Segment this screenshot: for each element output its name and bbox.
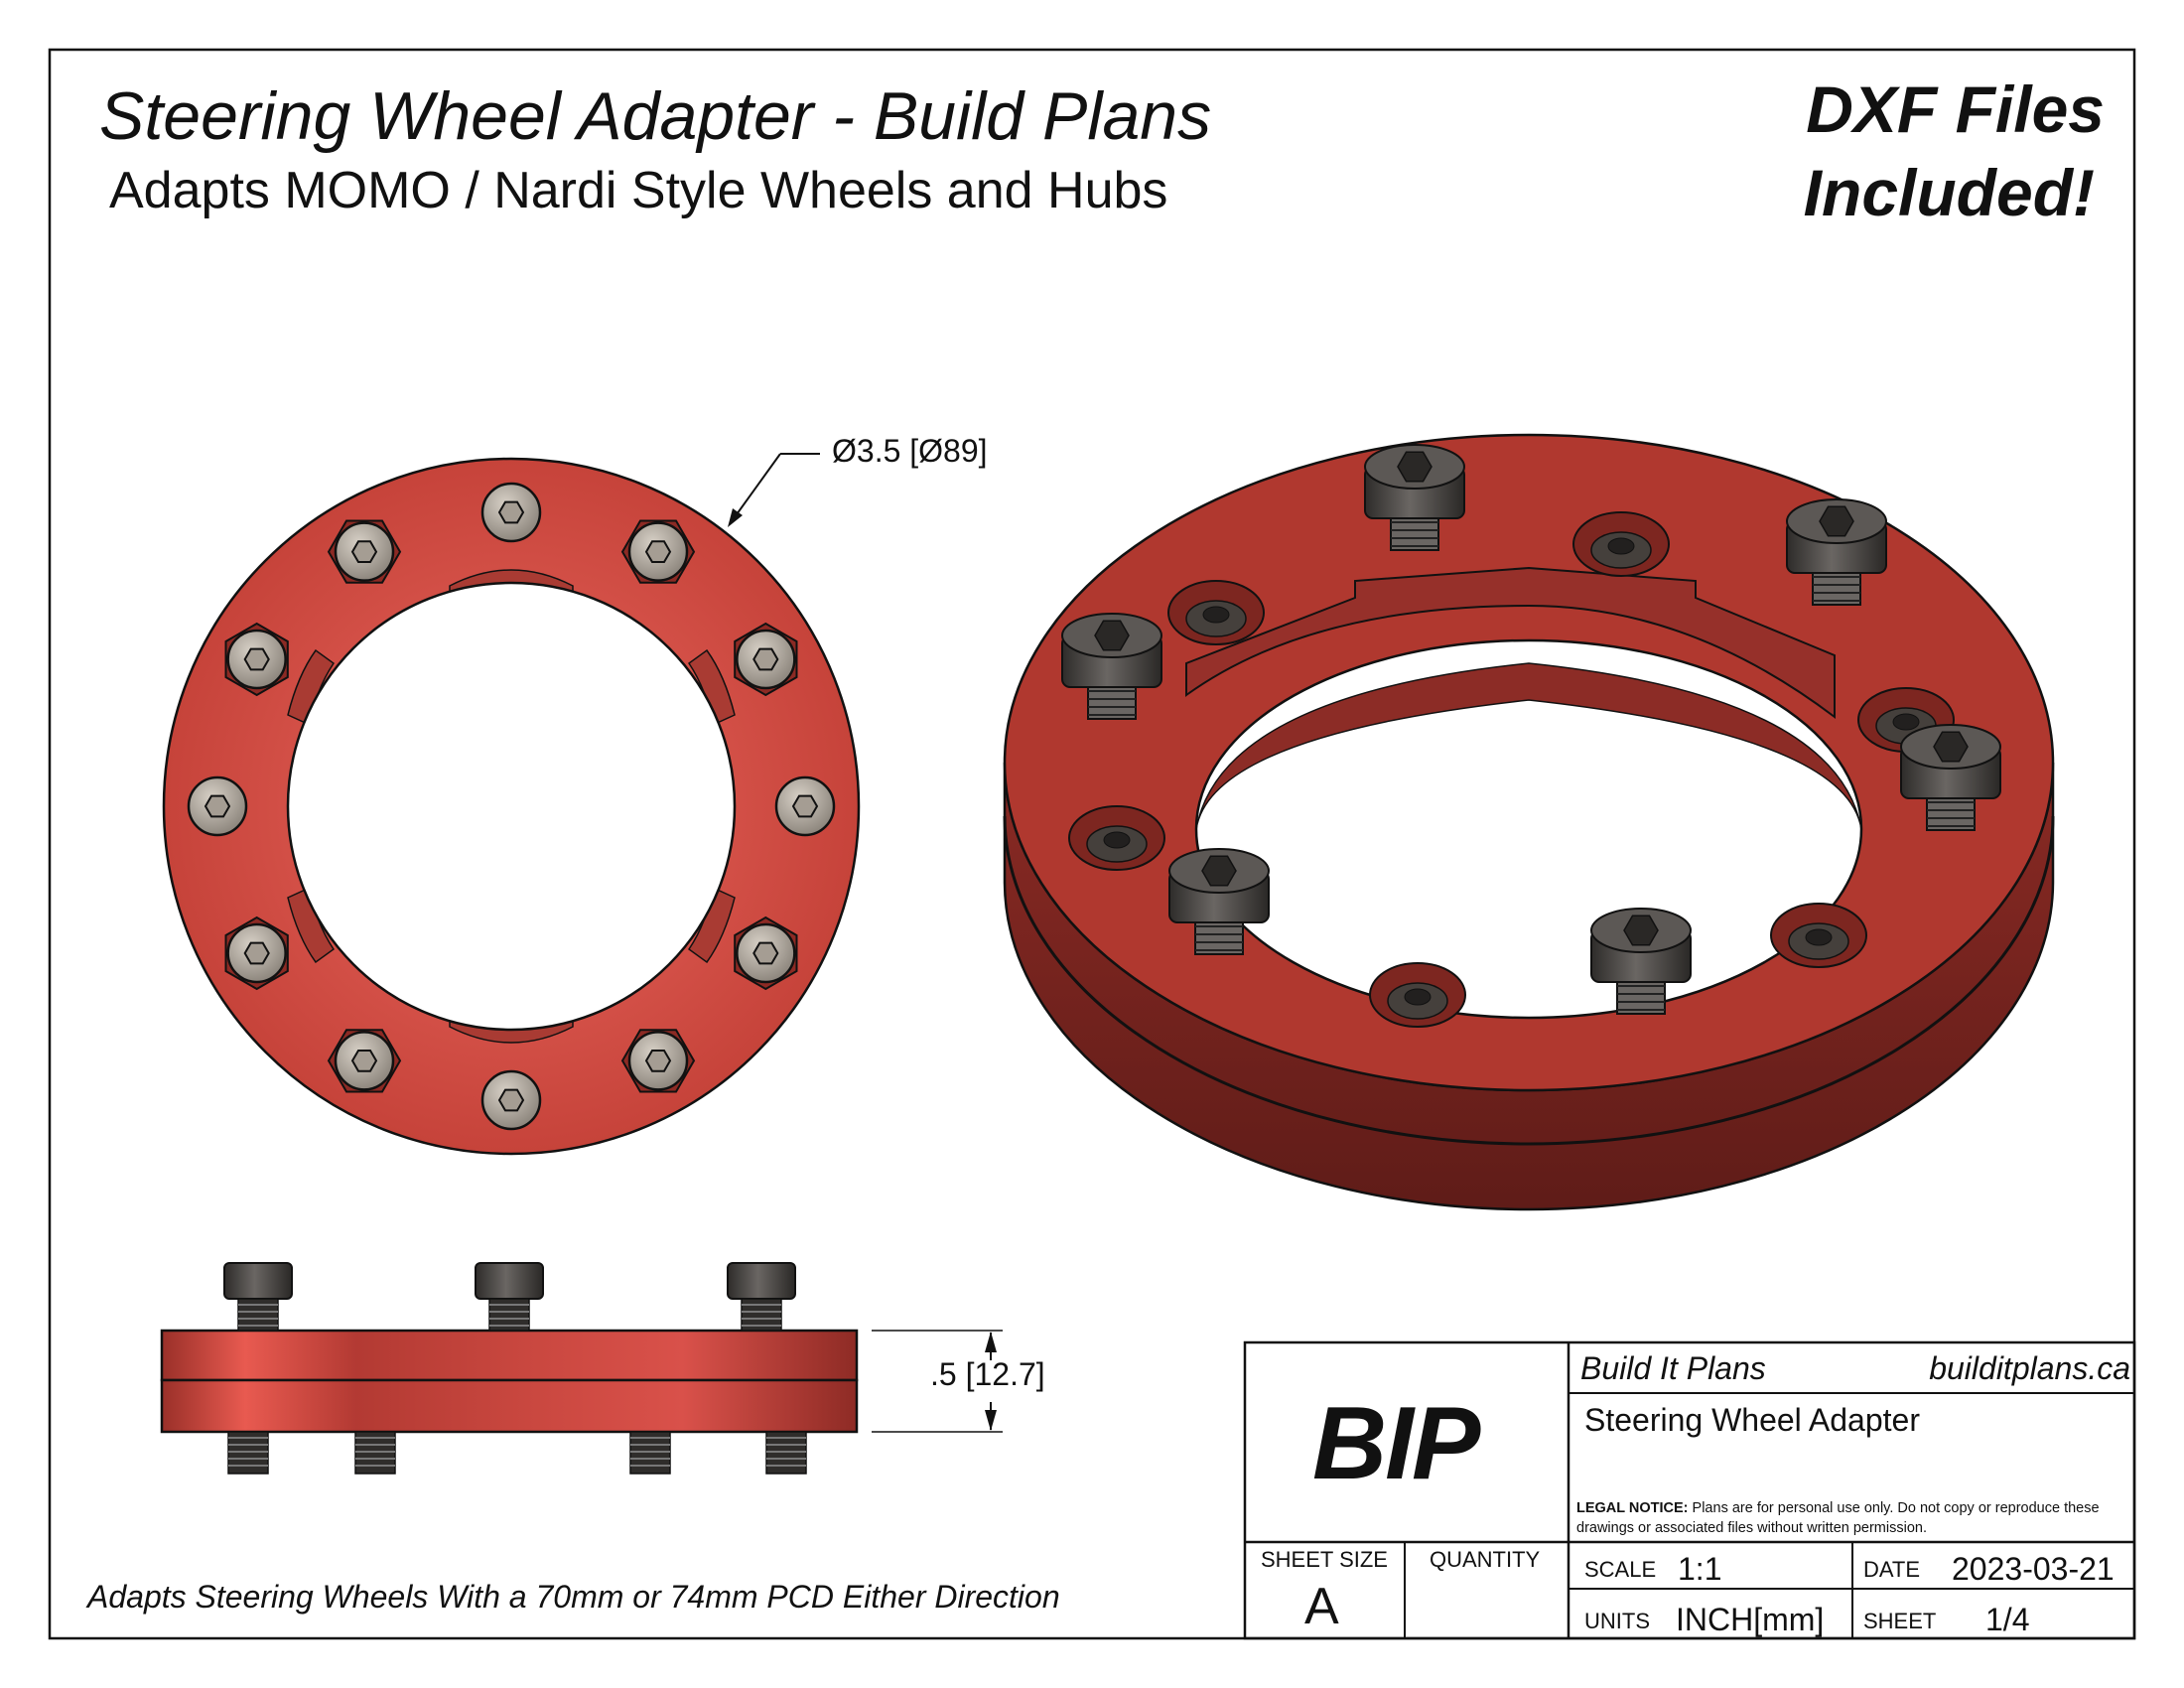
legal-notice: LEGAL NOTICE: Plans are for personal use… [1576, 1498, 2132, 1538]
socket-head-bolt-icon [1168, 848, 1270, 955]
socket-head-bolt-icon [1900, 724, 2001, 831]
bolt-head [727, 1262, 796, 1300]
hex-socket-icon [1623, 914, 1659, 946]
hex-socket-icon [791, 794, 819, 818]
units-label: UNITS [1584, 1609, 1650, 1633]
date-value: 2023-03-21 [1952, 1551, 2115, 1587]
bolt-head-icon [480, 482, 542, 543]
quantity-label: QUANTITY [1430, 1547, 1541, 1572]
page-subtitle: Adapts MOMO / Nardi Style Wheels and Hub… [109, 162, 1168, 219]
dxf-badge-line2: Included! [1803, 156, 2095, 229]
side-view-bolts [223, 1262, 807, 1475]
side-bolt-bottom-icon [354, 1431, 396, 1475]
part-name: Steering Wheel Adapter [1584, 1402, 1920, 1438]
hex-socket-icon [1819, 505, 1854, 537]
sheet-border [48, 48, 2136, 1640]
side-bolt-bottom-icon [227, 1431, 269, 1475]
legal-notice-text: Plans are for personal use only. Do not … [1576, 1500, 2100, 1536]
hex-socket-icon [243, 941, 270, 965]
legal-notice-label: LEGAL NOTICE: [1576, 1500, 1689, 1516]
pocket-socket [1805, 928, 1833, 946]
side-bolt-top-icon [475, 1262, 544, 1332]
socket-head-bolt-icon [1590, 908, 1692, 1015]
side-view [160, 1262, 859, 1475]
bolt-head-icon [224, 622, 289, 697]
adapter-ring-bore [286, 581, 737, 1032]
hex-socket-icon [752, 647, 779, 671]
bolt-head-icon [327, 1029, 402, 1093]
sheet-number-value: 1/4 [1985, 1602, 2030, 1637]
hex-socket-icon [644, 1050, 672, 1072]
bolt-head-icon [620, 1029, 696, 1093]
isometric-view [1003, 433, 2055, 1211]
bolt-head-icon [620, 519, 696, 584]
iso-bore-wall [1195, 662, 1862, 830]
diameter-dimension-label: Ø3.5 [Ø89] [832, 433, 988, 469]
iso-bolts [1061, 444, 2001, 1015]
pocket-socket [1607, 537, 1635, 555]
bip-logo: BIP [1312, 1386, 1480, 1501]
pcd-caption: Adapts Steering Wheels With a 70mm or 74… [87, 1579, 1060, 1615]
diameter-leader [728, 453, 820, 527]
dxf-badge-line1: DXF Files [1806, 72, 2105, 146]
sheet-size-value: A [1304, 1578, 1339, 1635]
hex-socket-icon [1933, 731, 1969, 763]
hex-socket-icon [1201, 855, 1237, 887]
bolt-head-icon [224, 915, 289, 991]
pocket-socket [1404, 988, 1432, 1006]
scale-value: 1:1 [1678, 1551, 1722, 1587]
socket-head-bolt-icon [1786, 498, 1887, 606]
iso-plate-seam [1003, 815, 2055, 1146]
title-block-frame [1243, 1340, 2136, 1640]
hex-socket-icon [752, 941, 779, 965]
socket-head-bolt-icon [1364, 444, 1465, 551]
bolt-head-icon [734, 622, 798, 697]
side-bolt-bottom-icon [765, 1431, 807, 1475]
counterbore-pocket [1572, 511, 1670, 577]
scale-label: SCALE [1584, 1557, 1657, 1582]
website-link[interactable]: builditplans.ca [1929, 1350, 2130, 1386]
side-plate-upper [160, 1329, 859, 1382]
sheet-number-label: SHEET [1863, 1609, 1937, 1633]
date-label: DATE [1863, 1557, 1921, 1582]
hex-socket-icon [1094, 620, 1130, 651]
hex-socket-icon [497, 500, 525, 524]
counterbore-pocket [1068, 805, 1165, 871]
bolt-head-icon [327, 519, 402, 584]
bolt-head-icon [774, 775, 836, 837]
bolt-head-icon [480, 1069, 542, 1131]
bolt-head-icon [734, 915, 798, 991]
counterbore-pocket [1167, 580, 1265, 645]
hex-socket-icon [644, 540, 672, 563]
hex-socket-icon [1397, 451, 1433, 483]
counterbore-pocket [1369, 962, 1466, 1028]
counterbore-pocket [1770, 903, 1867, 968]
pocket-socket [1103, 831, 1131, 849]
bolt-head [223, 1262, 293, 1300]
top-view-bolt-heads [187, 482, 836, 1131]
bolt-head-icon [187, 775, 248, 837]
side-plate-lower [160, 1378, 859, 1434]
bolt-head [475, 1262, 544, 1300]
iso-recess-wall [1185, 566, 1836, 720]
hex-socket-icon [243, 647, 270, 671]
side-bolt-top-icon [223, 1262, 293, 1332]
hex-socket-icon [204, 794, 231, 818]
side-bolt-top-icon [727, 1262, 796, 1332]
hex-socket-icon [350, 1050, 378, 1072]
side-bolt-bottom-icon [629, 1431, 671, 1475]
page-title: Steering Wheel Adapter - Build Plans [99, 78, 1212, 154]
company-name: Build It Plans [1580, 1350, 1766, 1386]
pocket-socket [1202, 606, 1230, 624]
hex-socket-icon [497, 1088, 525, 1112]
sheet-size-label: SHEET SIZE [1261, 1547, 1388, 1572]
hex-socket-icon [350, 540, 378, 563]
thickness-dimension-label: .5 [12.7] [930, 1356, 1045, 1392]
thickness-dimension [872, 1330, 1003, 1433]
pocket-socket [1892, 713, 1920, 731]
socket-head-bolt-icon [1061, 613, 1162, 720]
top-view [162, 457, 861, 1156]
units-value: INCH[mm] [1676, 1602, 1825, 1637]
